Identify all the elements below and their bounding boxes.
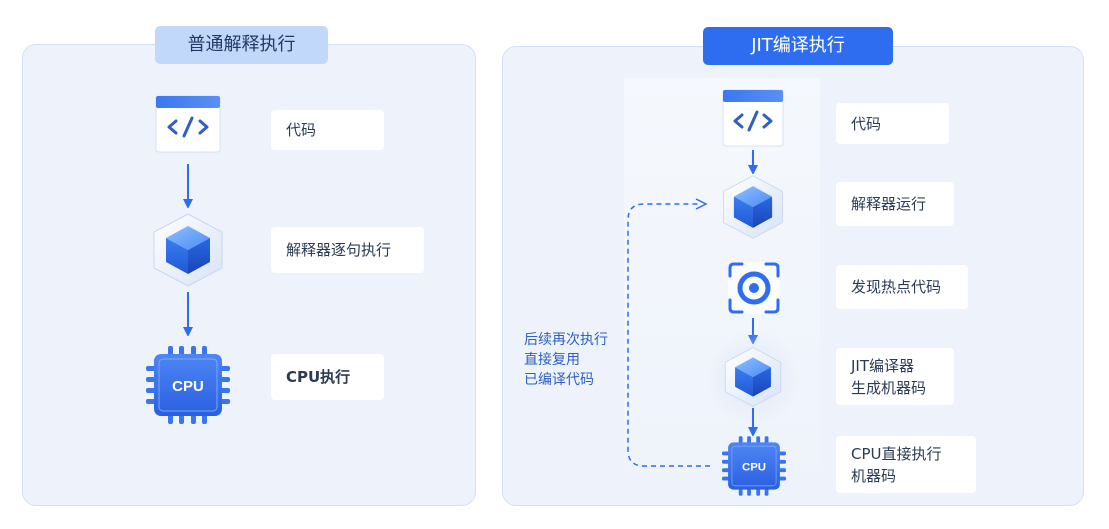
flow-arrow — [183, 164, 193, 208]
cpu-chip-icon: CPU — [722, 436, 786, 496]
cpu-chip-icon: CPU — [146, 346, 230, 424]
step-label-cpu-direct: CPU直接执行 机器码 — [836, 436, 976, 493]
interpreter-cube-icon — [723, 175, 783, 239]
step-label-hotspot: 发现热点代码 — [836, 265, 968, 309]
reuse-loop-arrow — [627, 198, 710, 467]
interpreter-cube-icon — [153, 213, 223, 287]
code-window-icon — [155, 95, 221, 153]
step-label-cpu: CPU执行 — [271, 354, 384, 400]
flow-arrow — [748, 150, 758, 174]
cpu-chip-text: CPU — [172, 378, 204, 395]
step-label-code: 代码 — [836, 103, 949, 144]
right-flow-column — [624, 78, 820, 498]
step-label-code: 代码 — [271, 110, 384, 150]
flow-arrow — [748, 408, 758, 436]
cpu-chip-text: CPU — [742, 462, 766, 474]
step-label-jit-compiler: JIT编译器 生成机器码 — [836, 348, 954, 405]
step-label-interpreter-run: 解释器运行 — [836, 182, 954, 226]
step-label-interpreter: 解释器逐句执行 — [271, 227, 424, 273]
reuse-loop-label: 后续再次执行 直接复用 已编译代码 — [524, 332, 608, 388]
jit-compiler-cube-icon — [724, 347, 782, 407]
right-panel-title: JIT编译执行 — [703, 27, 893, 65]
left-panel — [22, 44, 476, 506]
left-panel-title: 普通解释执行 — [155, 26, 328, 64]
hotspot-target-icon — [728, 262, 780, 314]
code-window-icon — [722, 89, 784, 147]
flow-arrow — [183, 292, 193, 336]
